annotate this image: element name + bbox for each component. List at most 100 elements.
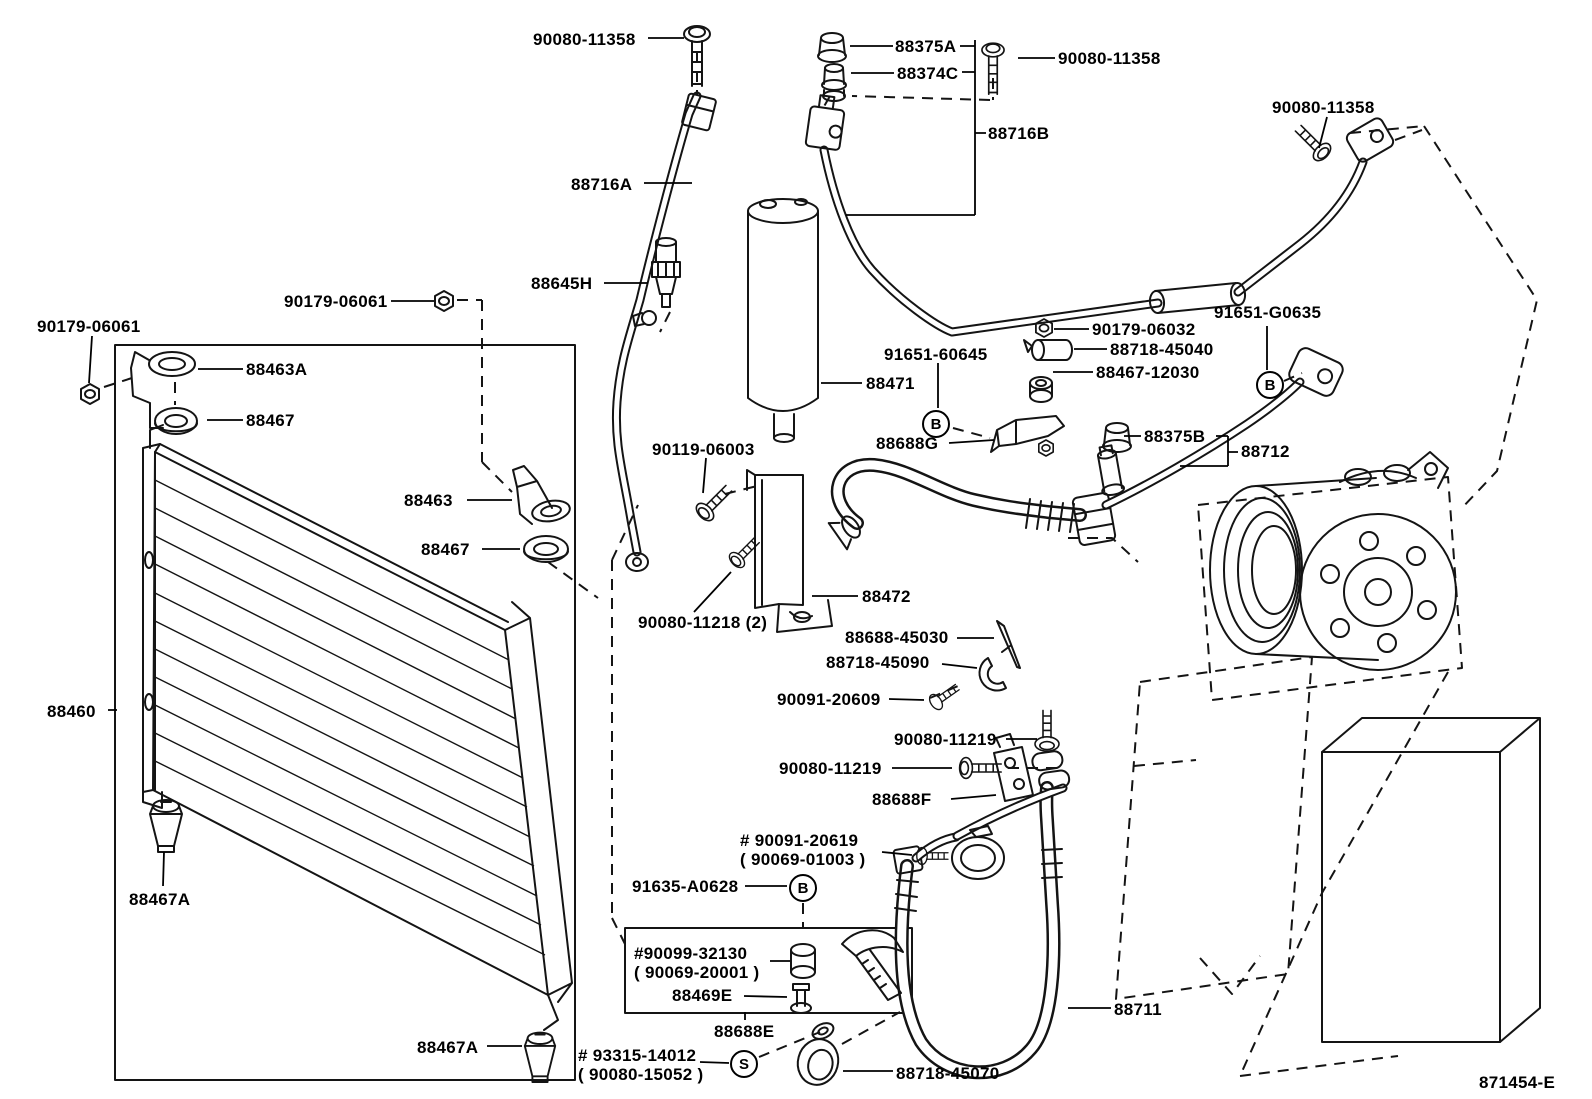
plug-88467A-left (149, 799, 183, 853)
part-label: 91651-60645 (884, 345, 988, 364)
bracket-88463A (148, 351, 196, 377)
callout-letter: B (922, 410, 950, 438)
bracket-88463 (512, 465, 553, 525)
screw-90080-11219-a (1034, 709, 1060, 753)
part-label: 88460 (47, 702, 96, 721)
part-label: 88718-45070 (896, 1064, 1000, 1083)
part-label: 88463 (404, 491, 453, 510)
part-label: 88467A (129, 890, 191, 909)
grommet-88467-mid (523, 535, 569, 563)
part-label: 88718-45090 (826, 653, 930, 672)
pipe-muffler (1148, 282, 1247, 314)
part-label: 88463A (246, 360, 308, 379)
receiver-drier-88471 (747, 198, 819, 443)
part-label: 91635-A0628 (632, 877, 739, 896)
pipe-88716A (611, 91, 717, 572)
kit-88688E-box (624, 927, 913, 1014)
part-label: 88688G (876, 434, 939, 453)
bolt-90119-06003 (695, 484, 733, 522)
collar-90099-32130 (790, 943, 816, 979)
part-label: 88471 (866, 374, 915, 393)
part-label: 88718-45040 (1110, 340, 1214, 359)
group-boxes (114, 344, 913, 1081)
part-label: 88712 (1241, 442, 1290, 461)
collar-88718-45090 (978, 657, 1007, 692)
bracket-88472 (746, 469, 833, 633)
part-label: 88375B (1144, 427, 1206, 446)
grommet-88467-upper (154, 407, 198, 435)
clamp-88718-45040 (1023, 339, 1073, 361)
screw-90080-11219-b (958, 756, 1003, 780)
screw-90091-20619 (916, 846, 949, 866)
part-label: 90179-06061 (284, 292, 388, 311)
part-label: # 90091-20619 ( 90069-01003 ) (740, 831, 866, 869)
evaporator-box (1321, 717, 1541, 1043)
part-label: 90080-11219 (779, 759, 882, 778)
part-label: 88469E (672, 986, 733, 1005)
nut-90179-06032 (1034, 318, 1054, 338)
callout-letter: B (789, 874, 817, 902)
hose-88711 (892, 750, 1071, 1080)
part-label: 871454-E (1479, 1073, 1556, 1092)
oring-88718-45070 (796, 1038, 840, 1086)
bolt-90080-11358-2 (981, 42, 1005, 96)
part-label: 90119-06003 (652, 440, 755, 459)
valve-core-88374C (821, 63, 847, 102)
part-label: 88467A (417, 1038, 479, 1057)
condenser-group-box (114, 344, 576, 1081)
bolt-88469E (790, 983, 812, 1014)
lower-right-dashed-outline (1115, 656, 1313, 1000)
bracket-88688-45030 (996, 620, 1021, 669)
part-label: 90179-06061 (37, 317, 141, 336)
condenser-88460 (142, 424, 573, 1031)
clamp-band (951, 825, 1005, 880)
cap-88375B (1102, 422, 1132, 453)
cap-88375A (817, 32, 847, 63)
part-label: 90080-11358 (1058, 49, 1161, 68)
plug-88467A-right (523, 1031, 557, 1083)
part-label: 88467-12030 (1096, 363, 1200, 382)
pipe-88716B (804, 94, 1395, 337)
screw-90091-20609 (928, 683, 960, 711)
dashed-lines (103, 52, 1538, 1077)
pressure-switch-88645H (651, 237, 681, 308)
part-label: 90080-11218 (2) (638, 613, 768, 632)
part-label: # 93315-14012 ( 90080-15052 ) (578, 1046, 704, 1084)
part-label: 88688E (714, 1022, 775, 1041)
part-label: 88467 (246, 411, 295, 430)
part-label: 88467 (421, 540, 470, 559)
part-label: 88472 (862, 587, 911, 606)
part-label: 90091-20609 (777, 690, 881, 709)
part-label: 90080-11358 (1272, 98, 1375, 117)
nut-small (1037, 439, 1055, 457)
callout-letter: B (1256, 371, 1284, 399)
part-label: 88688F (872, 790, 932, 809)
compressor-dashed-outline (1197, 476, 1463, 701)
bolt-90080-11358-3 (1294, 124, 1332, 162)
nut-90179-06061-a (434, 290, 454, 312)
part-label: 90080-11219 (894, 730, 997, 749)
upper-right-dashed-outline (1349, 125, 1538, 511)
condenser-fins (154, 479, 546, 956)
part-label: 88688-45030 (845, 628, 949, 647)
hook-bracket (841, 929, 904, 1001)
part-label: 88711 (1114, 1000, 1162, 1019)
part-label: 88375A (895, 37, 957, 56)
part-label: 88716A (571, 175, 633, 194)
part-label: 88716B (988, 124, 1050, 143)
part-label: 90080-11358 (533, 30, 636, 49)
hose-88712 (827, 347, 1344, 551)
callout-letter: S (730, 1050, 758, 1078)
part-label: 88645H (531, 274, 593, 293)
part-label: 88374C (897, 64, 959, 83)
bracket-88688G (990, 415, 1065, 453)
fasteners-and-small-parts (80, 25, 1332, 1086)
nut-90179-06061-b (80, 383, 100, 405)
grommet-88467-12030 (1029, 376, 1053, 403)
leader-lines (88, 37, 1328, 1072)
part-label: 90179-06032 (1092, 320, 1196, 339)
coupler-blocks (1031, 750, 1071, 791)
